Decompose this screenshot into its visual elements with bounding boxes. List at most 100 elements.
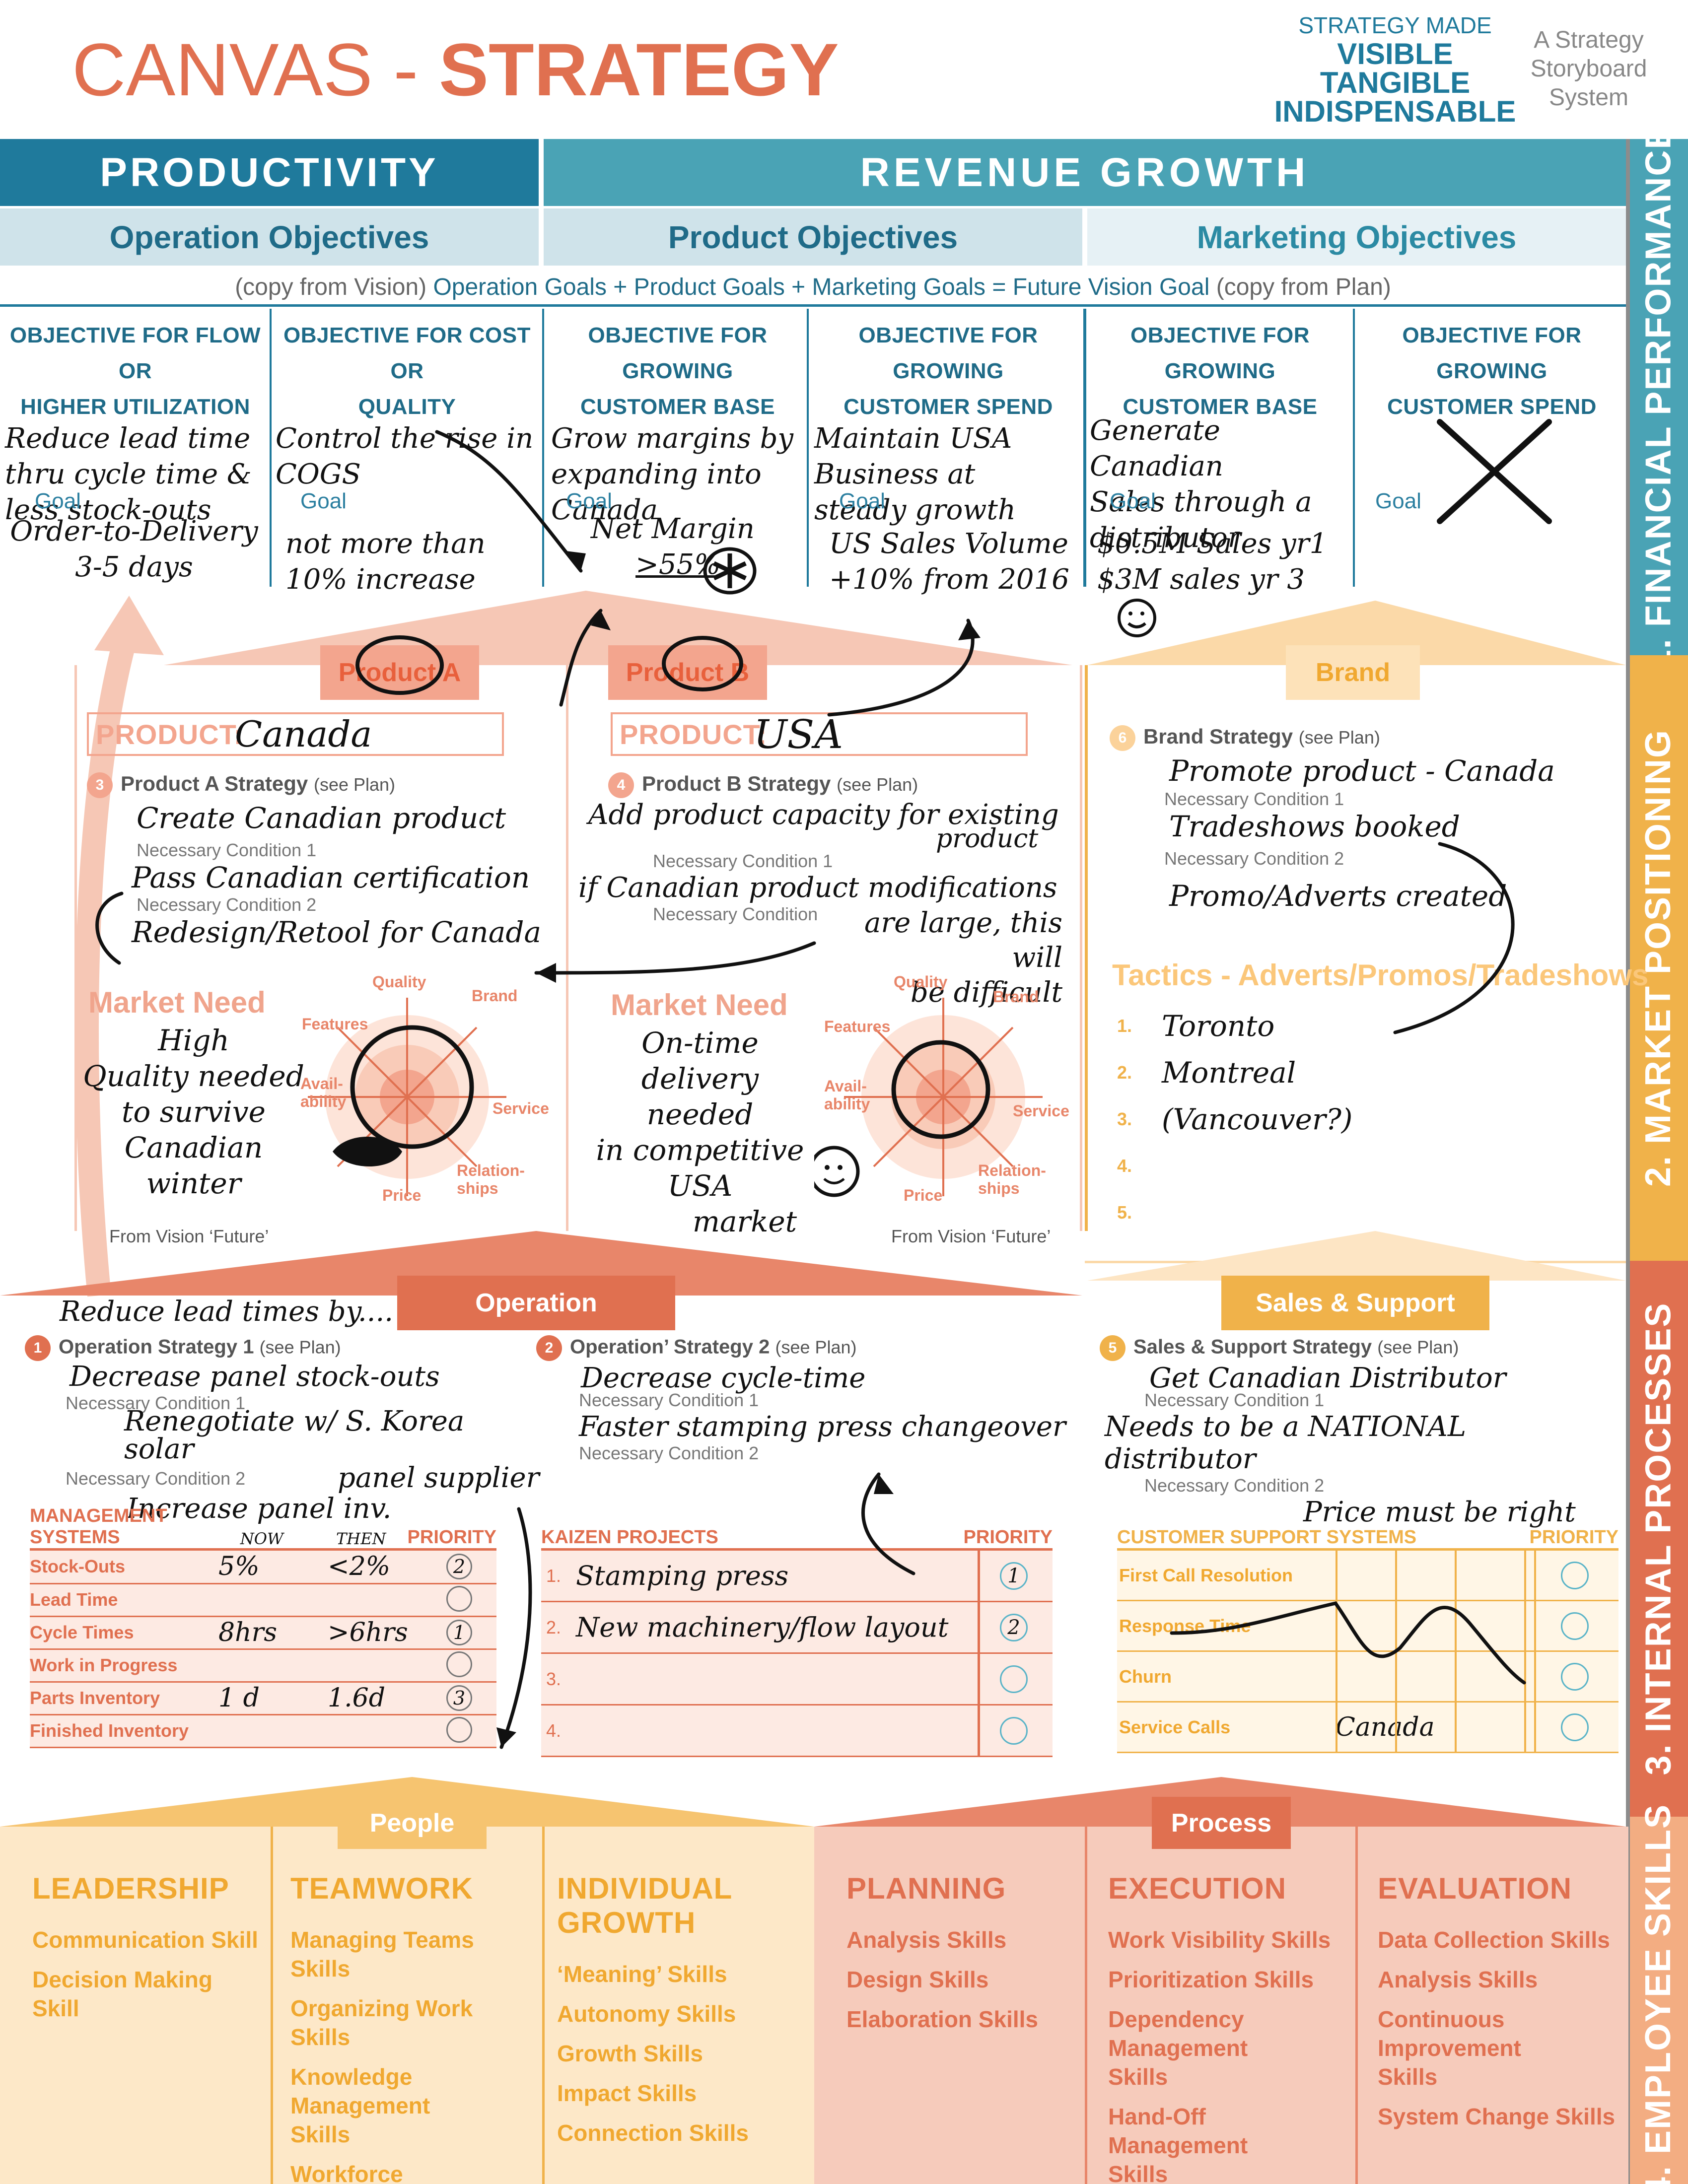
mgmt-row-priority[interactable] (422, 1583, 496, 1617)
nc2-label: Necessary Condition 2 (1164, 848, 1344, 869)
priority-circle-icon[interactable] (1000, 1716, 1028, 1745)
mgmt-row-label: Lead Time (30, 1583, 218, 1617)
operation-note: Reduce lead times by.... (60, 1296, 394, 1328)
priority-circle-icon[interactable]: 1 (446, 1620, 472, 1645)
mgmt-row-then[interactable]: <2% (328, 1551, 422, 1584)
css-priority: PRIORITY (1529, 1527, 1618, 1548)
nc1-label: Necessary Condition 1 (653, 850, 833, 871)
product-label: PRODUCT: (620, 718, 768, 750)
mgmt-row-now[interactable]: 1 d (218, 1682, 328, 1715)
kaizen-num: 2. (546, 1617, 562, 1638)
mgmt-row-priority[interactable]: 2 (422, 1551, 496, 1584)
mgmt-row-now[interactable] (218, 1649, 328, 1683)
mgmt-row[interactable]: Lead Time (30, 1583, 496, 1617)
mgmt-row-then[interactable]: >6hrs (328, 1616, 422, 1650)
side-tab-market: 2. MARKET POSITIONING (1628, 655, 1688, 1261)
priority-circle-icon[interactable] (1561, 1612, 1589, 1640)
mgmt-row-now[interactable]: 5% (218, 1551, 328, 1584)
strategy-text: Create Canadian product (137, 801, 506, 835)
operation-roof-arrow (0, 1231, 1082, 1296)
mgmt-row-then[interactable]: 1.6d (328, 1682, 422, 1715)
css-row[interactable]: Churn (1117, 1652, 1618, 1703)
tab-process[interactable]: Process (1152, 1797, 1291, 1849)
priority-circle-icon[interactable] (446, 1651, 472, 1677)
side-tab-internal: 3. INTERNAL PROCESSES (1628, 1261, 1688, 1817)
kaizen-text[interactable]: New machinery/flow layout (576, 1612, 949, 1643)
priority-circle-icon[interactable]: 3 (446, 1685, 472, 1711)
priority-circle-icon[interactable] (446, 1716, 472, 1743)
mgmt-row-now[interactable] (218, 1583, 328, 1617)
css-row-value[interactable]: Canada (1336, 1712, 1435, 1742)
priority-circle-icon[interactable] (1000, 1665, 1028, 1693)
kaizen-text[interactable]: Stamping press (576, 1560, 789, 1591)
mgmt-row-priority[interactable] (422, 1714, 496, 1748)
tab-sales-support[interactable]: Sales & Support (1221, 1276, 1489, 1330)
strategy-text-2: product (936, 823, 1039, 854)
nc1-text: Pass Canadian certification (132, 860, 530, 894)
priority-circle-icon[interactable]: 1 (1000, 1562, 1028, 1590)
radar-service: Service (1013, 1102, 1069, 1120)
formula-prefix: (copy from Vision) (235, 274, 427, 300)
mgmt-row-then[interactable] (328, 1714, 422, 1748)
product-label: PRODUCT: (96, 718, 244, 750)
mgmt-row-priority[interactable]: 1 (422, 1616, 496, 1650)
priority-circle-icon[interactable] (1561, 1713, 1589, 1741)
sales-roof-arrow (1087, 1231, 1626, 1281)
tab-people[interactable]: People (338, 1797, 487, 1849)
css-row[interactable]: Response Time (1117, 1601, 1618, 1652)
kaizen-row[interactable]: 2. New machinery/flow layout 2 (541, 1601, 1053, 1654)
priority-circle-icon[interactable] (446, 1585, 472, 1612)
skill-col-execution: EXECUTION Work Visibility Skills Priorit… (1108, 1872, 1331, 2184)
mgmt-row-now[interactable] (218, 1714, 328, 1748)
priority-circle-icon[interactable]: 2 (446, 1554, 472, 1580)
kaizen-row[interactable]: 4. (541, 1705, 1053, 1757)
tagline-line4: INDISPENSABLE (1274, 95, 1516, 128)
mgmt-row-priority[interactable]: 3 (422, 1682, 496, 1715)
page-title: CANVAS - STRATEGY (72, 20, 839, 119)
kaizen-row[interactable]: 3. (541, 1653, 1053, 1706)
mgmt-row[interactable]: Finished Inventory (30, 1714, 496, 1748)
mgmt-row[interactable]: Work in Progress (30, 1649, 496, 1683)
goal-text: $0.5M Sales yr1$3M sales yr 3 (1097, 528, 1328, 596)
priority-circle-icon[interactable] (1561, 1561, 1589, 1589)
tagline: STRATEGY MADE VISIBLE TANGIBLE INDISPENS… (1271, 11, 1519, 128)
priority-circle-icon[interactable]: 2 (1000, 1613, 1028, 1641)
radar-price: Price (904, 1186, 943, 1204)
skill-col-planning: PLANNING Analysis Skills Design Skills E… (846, 1872, 1038, 2032)
goal-text: US Sales Volume+10% from 2016 (829, 528, 1069, 596)
mgmt-row-then[interactable] (328, 1649, 422, 1683)
radar-availability: Avail-ability (300, 1075, 347, 1110)
mgmt-row-then[interactable] (328, 1583, 422, 1617)
product-b-field[interactable]: PRODUCT: USA (611, 711, 1028, 757)
mgmt-row-label: Work in Progress (30, 1649, 218, 1683)
tab-brand[interactable]: Brand (1286, 645, 1420, 700)
css-grid-line (1395, 1551, 1397, 1753)
mgmt-row-priority[interactable] (422, 1649, 496, 1683)
product-a-field[interactable]: PRODUCT: Canada (87, 712, 504, 756)
css-row[interactable]: First Call Resolution (1117, 1551, 1618, 1601)
radar-price: Price (382, 1186, 422, 1204)
mgmt-row-now[interactable]: 8hrs (218, 1616, 328, 1650)
skill-col-leadership: LEADERSHIP Communication Skill Decision … (32, 1872, 258, 2021)
priority-circle-icon[interactable] (1561, 1662, 1589, 1691)
tab-operation[interactable]: Operation (397, 1276, 675, 1330)
from-vision-b: From Vision ‘Future’ (891, 1226, 1051, 1246)
nc1-text-b: panel supplier (338, 1462, 540, 1494)
nc2-label: Necessary Condition 2 (653, 903, 822, 924)
